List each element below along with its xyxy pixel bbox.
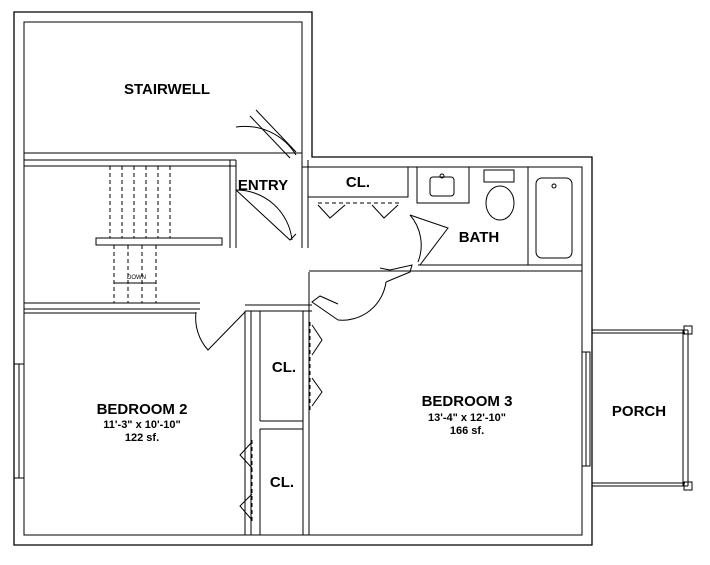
entry-label: ENTRY [238, 177, 288, 194]
stairwell-room [23, 21, 303, 167]
bedroom-3-area: 166 sf. [450, 425, 484, 437]
closet-mid [309, 322, 323, 410]
bath-label: BATH [459, 229, 500, 246]
windows [13, 363, 25, 479]
bedroom-2-area: 122 sf. [125, 432, 159, 444]
stair-direction-label: DOWN [127, 275, 146, 281]
staircase: DOWN [24, 166, 223, 310]
hall-doors [195, 264, 413, 351]
bedroom-3-dims: 13'-4" x 12'-10" [428, 412, 506, 424]
entry-room [229, 109, 309, 248]
closet-mid-label: CL. [272, 359, 296, 376]
porch-label: PORCH [612, 403, 666, 420]
closet-top [307, 166, 409, 219]
porch [581, 325, 693, 491]
closet-low-label: CL. [270, 474, 294, 491]
stairwell-label: STAIRWELL [124, 81, 210, 98]
bedroom-3-name: BEDROOM 3 [422, 393, 513, 410]
closet-low [239, 440, 253, 522]
bedroom-2-dims: 11'-3" x 10'-10" [103, 419, 180, 431]
closet-top-label: CL. [346, 174, 370, 191]
interior-walls [24, 270, 582, 535]
bedroom-2-name: BEDROOM 2 [97, 401, 188, 418]
